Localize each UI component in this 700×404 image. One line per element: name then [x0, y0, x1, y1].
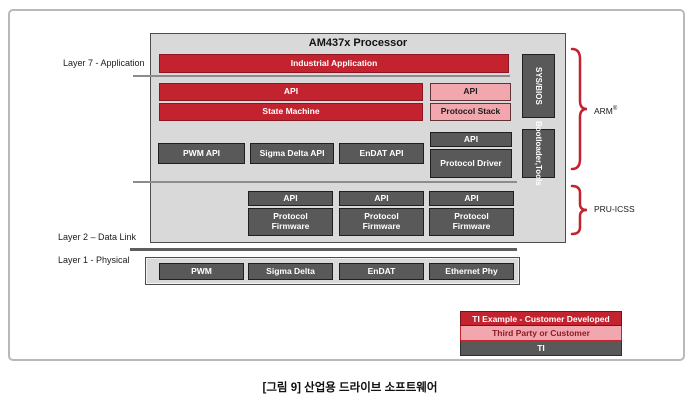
bootloader-tools-block: Bootloader, Tools	[522, 121, 555, 186]
firmware-column-1: API Protocol Firmware	[248, 191, 333, 236]
registered-mark: ®	[612, 106, 618, 113]
protocol-stack-block: Protocol Stack	[430, 103, 511, 121]
arm-pru-separator-line	[133, 181, 517, 183]
state-machine-block: State Machine	[159, 103, 423, 121]
physical-layer-box: PWM Sigma Delta EnDAT Ethernet Phy	[145, 257, 520, 285]
api-driver-label: API	[430, 132, 512, 147]
pru-icss-brace	[570, 184, 588, 236]
arm-label: ARM®	[594, 106, 618, 116]
layer2-label: Layer 2 – Data Link	[58, 232, 137, 242]
industrial-application-block: Industrial Application	[159, 54, 509, 73]
legend-row-ti-example: TI Example - Customer Developed	[460, 311, 622, 326]
pwm-block: PWM	[159, 263, 244, 280]
pwm-api-block: PWM API	[158, 143, 245, 164]
ethernet-phy-block: Ethernet Phy	[429, 263, 514, 280]
endat-api-block: EnDAT API	[339, 143, 424, 164]
sigma-delta-api-block: Sigma Delta API	[250, 143, 334, 164]
arm-brace	[570, 47, 588, 171]
bootloader-label-line2: Tools	[534, 165, 543, 186]
legend-row-ti: TI	[460, 341, 622, 356]
api-pink-block: API	[430, 83, 511, 101]
layer7-separator-line	[133, 75, 510, 77]
firmware2-api-label: API	[339, 191, 424, 206]
firmware2-label: Protocol Firmware	[339, 208, 424, 236]
layer1-label: Layer 1 - Physical	[58, 255, 130, 265]
processor-title: AM437x Processor	[308, 37, 408, 49]
sigma-delta-block: Sigma Delta	[248, 263, 333, 280]
endat-block: EnDAT	[339, 263, 424, 280]
layer7-label: Layer 7 - Application	[63, 58, 145, 68]
layer1-separator-line	[130, 248, 517, 251]
bootloader-label-line1: Bootloader,	[534, 121, 543, 166]
protocol-driver-label: Protocol Driver	[430, 149, 512, 178]
firmware-column-2: API Protocol Firmware	[339, 191, 424, 236]
firmware3-label: Protocol Firmware	[429, 208, 514, 236]
sys-bios-block: SYS/BIOS	[522, 54, 555, 118]
api-red-block: API	[159, 83, 423, 101]
firmware3-api-label: API	[429, 191, 514, 206]
legend-row-third-party: Third Party or Customer	[460, 326, 622, 341]
api-protocol-driver-block: API Protocol Driver	[430, 132, 512, 178]
legend: TI Example - Customer Developed Third Pa…	[460, 311, 622, 356]
am437x-processor-box: AM437x Processor Industrial Application …	[150, 33, 566, 243]
firmware1-label: Protocol Firmware	[248, 208, 333, 236]
sys-bios-label: SYS/BIOS	[534, 67, 543, 105]
figure-caption: [그림 9] 산업용 드라이브 소프트웨어	[262, 382, 438, 394]
firmware1-api-label: API	[248, 191, 333, 206]
firmware-column-3: API Protocol Firmware	[429, 191, 514, 236]
pru-icss-label: PRU-ICSS	[594, 204, 635, 214]
